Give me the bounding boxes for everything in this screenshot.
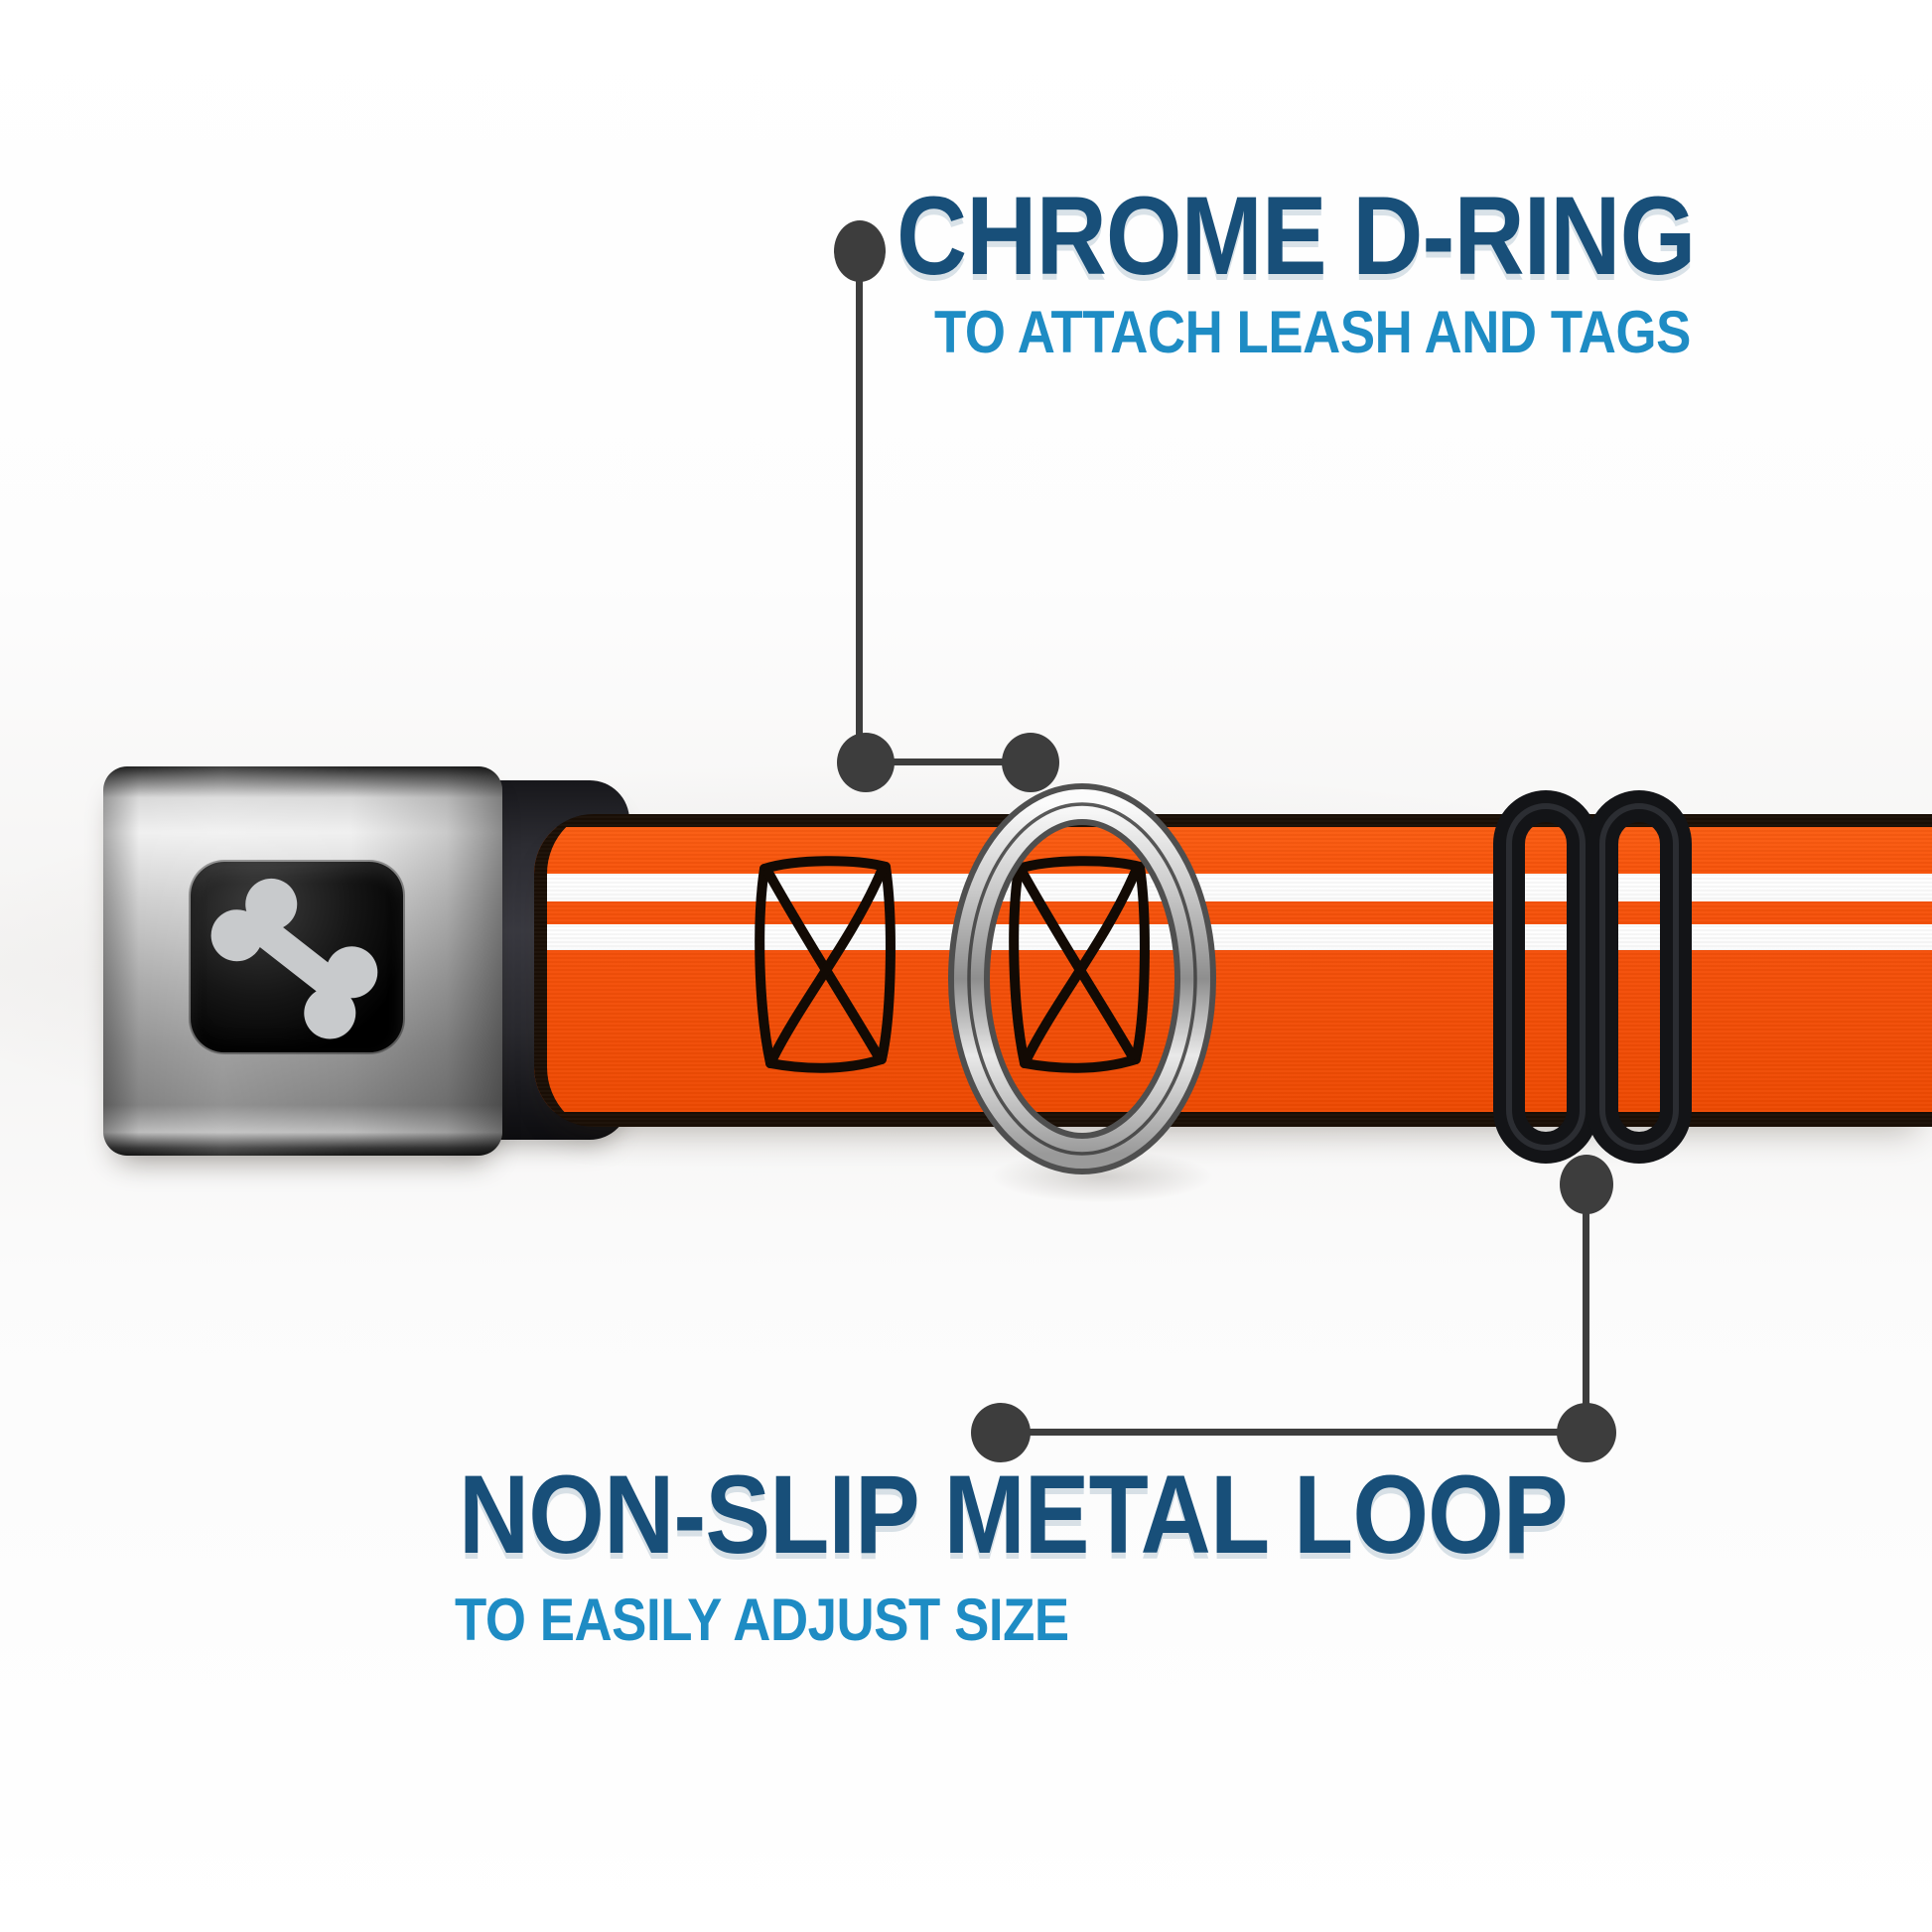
stitch-box-icon [755,856,896,1073]
callout-line-horizontal [865,759,1032,765]
callout-title-metal-loop: NON-SLIP METAL LOOP [459,1452,1569,1577]
bone-icon [201,868,388,1049]
callout-dot [971,1403,1031,1462]
slider-loop [1493,790,1692,1164]
buckle-logo-window [191,862,403,1052]
callout-dot [1002,733,1059,792]
stitch-box-icon [1009,856,1150,1073]
seatbelt-buckle [103,766,502,1156]
chrome-d-ring [948,783,1216,1174]
callout-line-vertical [856,274,863,766]
callout-subtitle-dring: TO ATTACH LEASH AND TAGS [934,299,1691,365]
callout-dot [834,220,886,282]
callout-subtitle-metal-loop: TO EASILY ADJUST SIZE [455,1587,1069,1653]
callout-line-horizontal [1001,1429,1587,1436]
callout-line-vertical [1583,1196,1589,1435]
callout-title-dring: CHROME D-RING [897,174,1696,298]
